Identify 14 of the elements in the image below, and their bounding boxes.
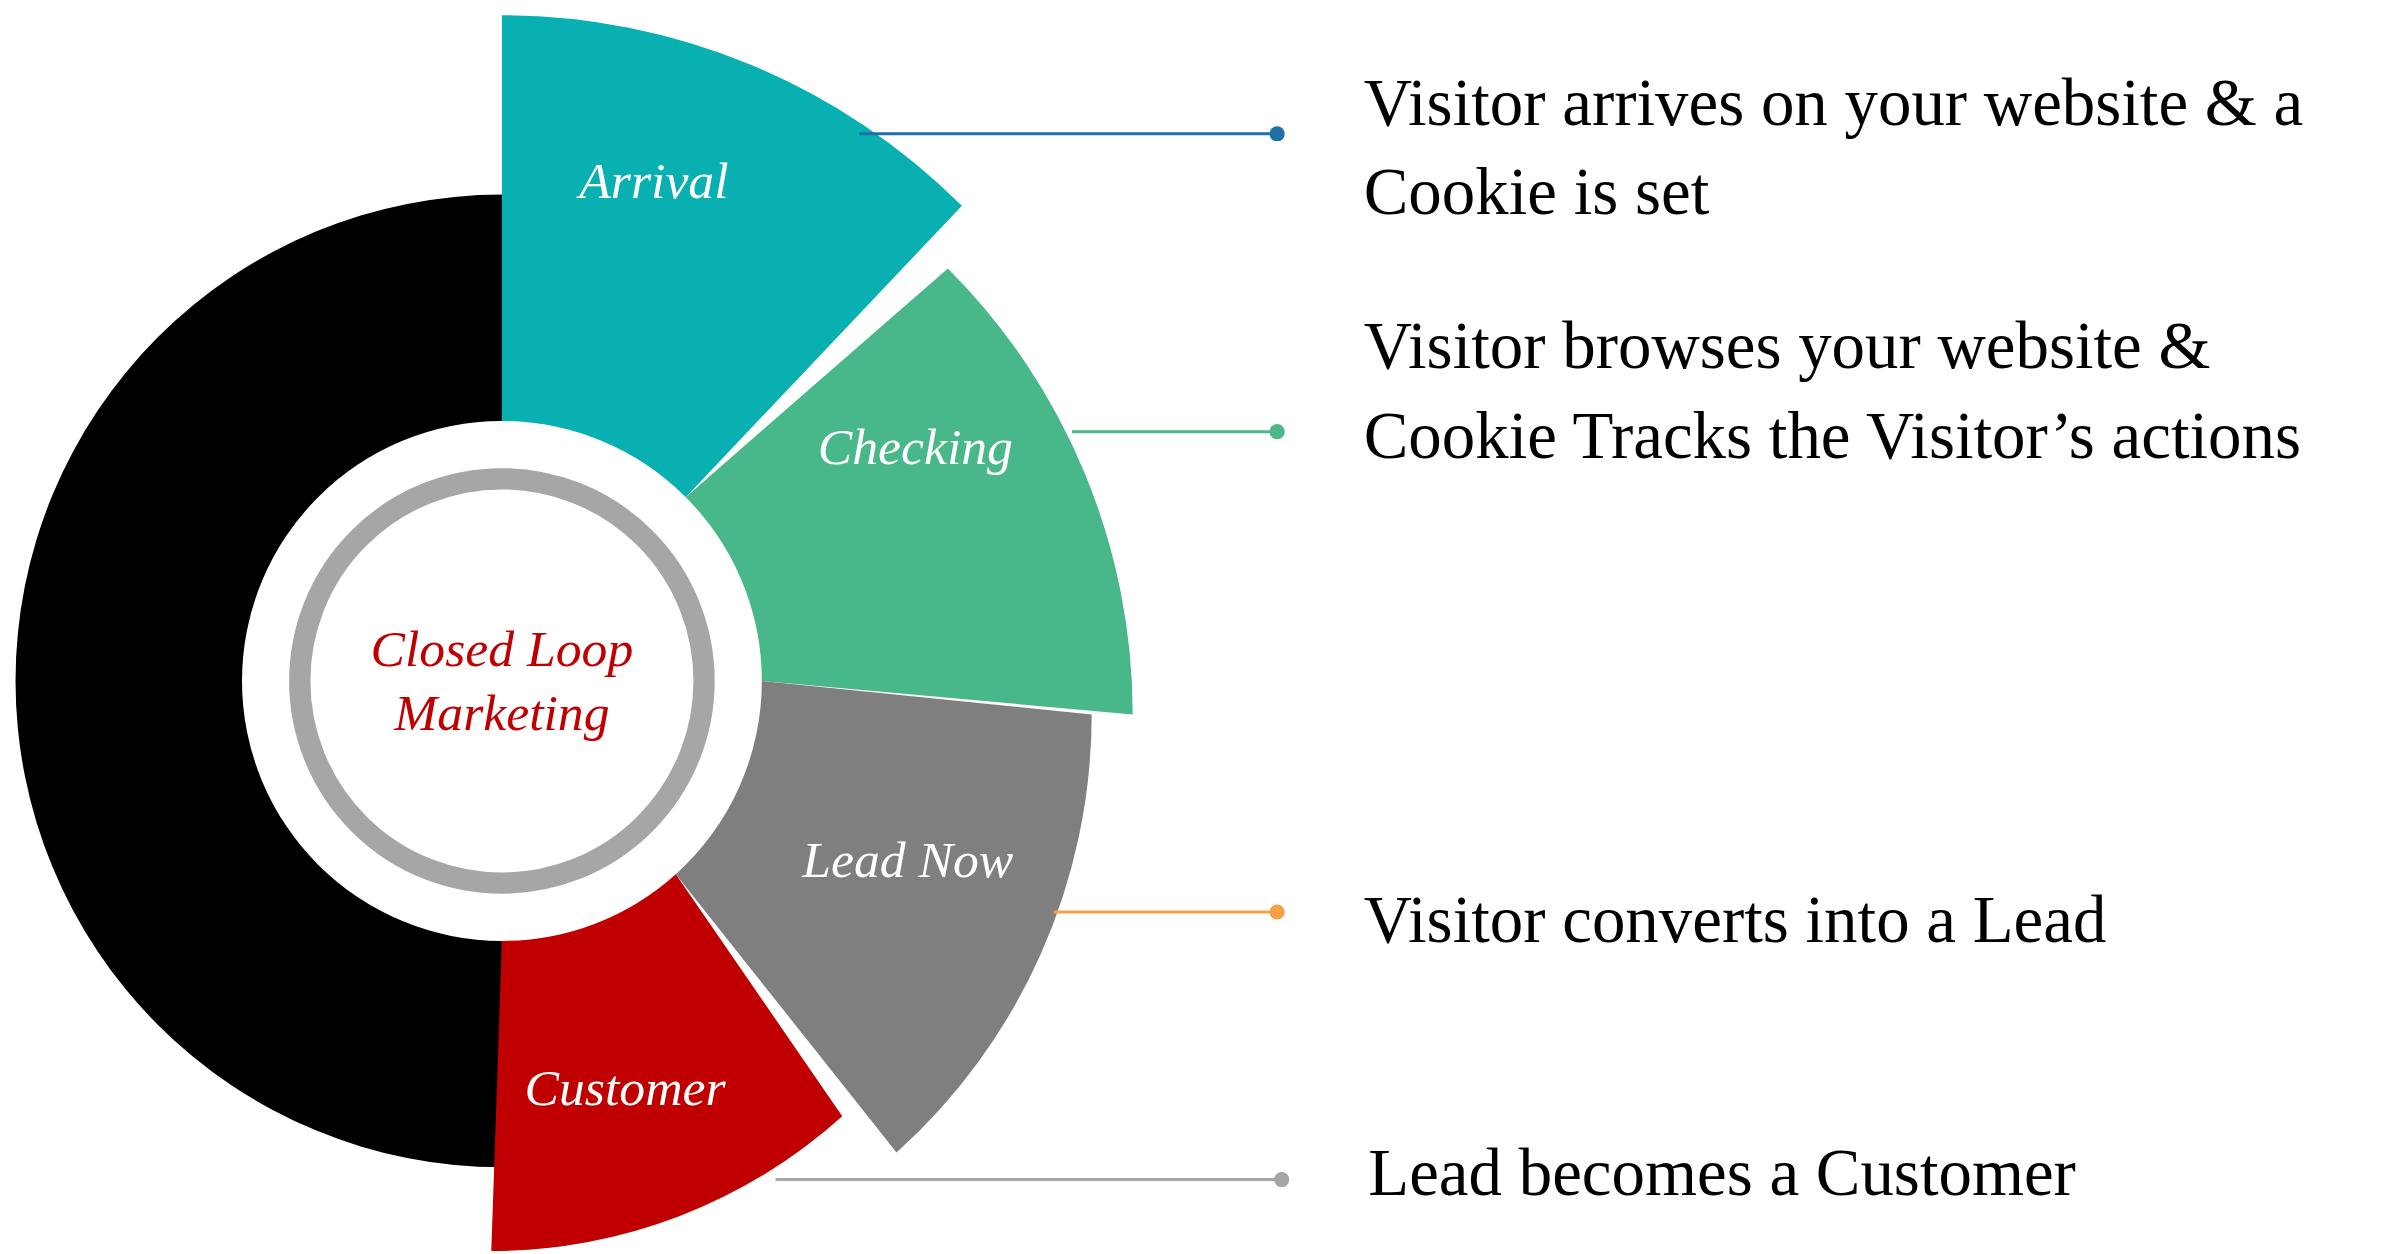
- center-circle: [289, 468, 715, 894]
- description-text: Visitor browses your website & Cookie Tracks the Visitor’s actions: [1363, 307, 2303, 475]
- center-title: Closed Loop Marketing: [369, 619, 635, 743]
- pie-segment: [685, 268, 1133, 715]
- description-text: Visitor arrives on your website & a Cookie is set: [1363, 64, 2305, 232]
- segment-label: Customer: [524, 1059, 726, 1117]
- leader-line: [1071, 424, 1285, 440]
- segment-label: Lead Now: [802, 831, 1014, 889]
- leader-line: [775, 1171, 1290, 1188]
- leader-line: [859, 126, 1285, 142]
- leader-line: [1053, 904, 1285, 920]
- description-text: Visitor converts into a Lead: [1363, 882, 2107, 960]
- description-text: Lead becomes a Customer: [1368, 1134, 2076, 1212]
- segment-label: Checking: [817, 417, 1013, 475]
